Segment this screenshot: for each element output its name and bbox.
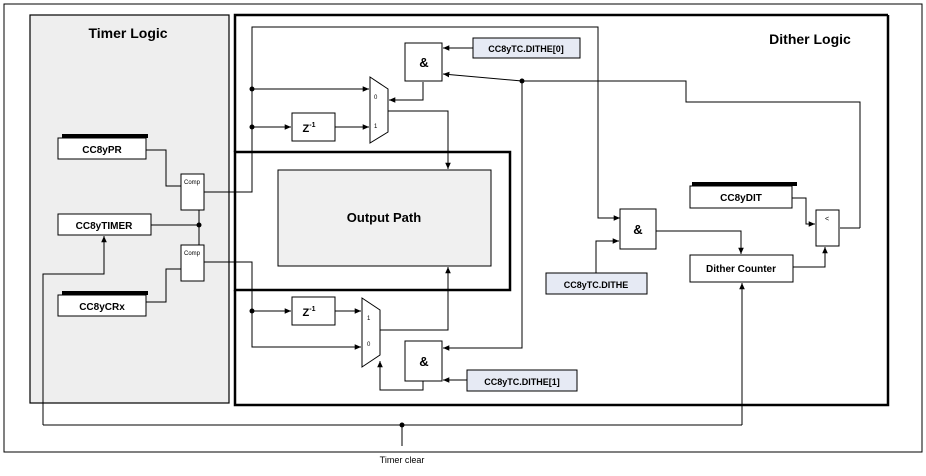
output-path-box <box>277 169 492 267</box>
comparator-bottom-label: Comp <box>184 251 201 257</box>
register-pr: CC8yPR <box>57 134 148 160</box>
dither-logic-title: Dither Logic <box>769 31 851 47</box>
register-crx: CC8yCRx <box>57 291 148 317</box>
mux-bottom: 1 0 <box>361 297 381 368</box>
timer-logic-title: Timer Logic <box>88 25 167 41</box>
outer-frame <box>3 3 923 453</box>
mux-bottom-in1: 1 <box>367 316 371 322</box>
mux-top: 0 1 <box>369 76 389 144</box>
delay-bottom-exponent: -1 <box>309 306 315 313</box>
control-dithe0-label: CC8yTC.DITHE[0] <box>488 44 564 54</box>
and-gate-bottom: & <box>404 340 443 382</box>
comparator-top-label: Comp <box>184 180 201 186</box>
dither-counter-label: Dither Counter <box>706 264 776 275</box>
and-gate-top: & <box>404 42 443 82</box>
dither-logic-region-upper <box>233 13 888 152</box>
delay-top: Z-1 <box>291 112 336 142</box>
and-gate-top-symbol: & <box>419 55 428 70</box>
register-pr-label: CC8yPR <box>82 145 122 156</box>
mux-bottom-in0: 0 <box>367 342 371 348</box>
dither-logic-wires <box>204 26 861 425</box>
comparator-bottom: Comp <box>180 244 205 282</box>
and-gate-bottom-symbol: & <box>419 354 428 369</box>
output-path-label: Output Path <box>347 210 421 225</box>
register-timer-label: CC8yTIMER <box>76 221 133 232</box>
delay-bottom: Z-1 <box>291 296 336 326</box>
control-dithe-label: CC8yTC.DITHE <box>564 280 629 290</box>
dither-logic-region-lower <box>233 15 890 407</box>
timer-logic-wires: Timer clear <box>42 149 742 465</box>
delay-bottom-label: Z <box>303 307 310 319</box>
timer-clear-label: Timer clear <box>380 455 425 465</box>
comparator-less-than: < <box>815 209 840 247</box>
dither-counter: Dither Counter <box>689 254 794 283</box>
and-gate-middle: & <box>619 208 657 250</box>
delay-top-exponent: -1 <box>309 122 315 129</box>
control-dithe1: CC8yTC.DITHE[1] <box>466 369 578 392</box>
control-dithe: CC8yTC.DITHE <box>545 272 648 295</box>
register-crx-label: CC8yCRx <box>79 302 125 313</box>
mux-top-in1: 1 <box>374 124 378 130</box>
register-timer: CC8yTIMER <box>57 213 152 236</box>
comparator-less-than-symbol: < <box>825 216 829 223</box>
svg-text:Z-1: Z-1 <box>303 122 316 135</box>
mux-top-in0: 0 <box>374 95 378 101</box>
control-dithe0: CC8yTC.DITHE[0] <box>472 37 581 59</box>
control-dithe1-label: CC8yTC.DITHE[1] <box>484 377 560 387</box>
svg-text:Z-1: Z-1 <box>303 306 316 319</box>
register-dit: CC8yDIT <box>689 182 797 209</box>
comparator-top: Comp <box>180 173 205 211</box>
and-gate-middle-symbol: & <box>633 222 642 237</box>
delay-top-label: Z <box>303 123 310 135</box>
register-dit-label: CC8yDIT <box>720 193 762 204</box>
